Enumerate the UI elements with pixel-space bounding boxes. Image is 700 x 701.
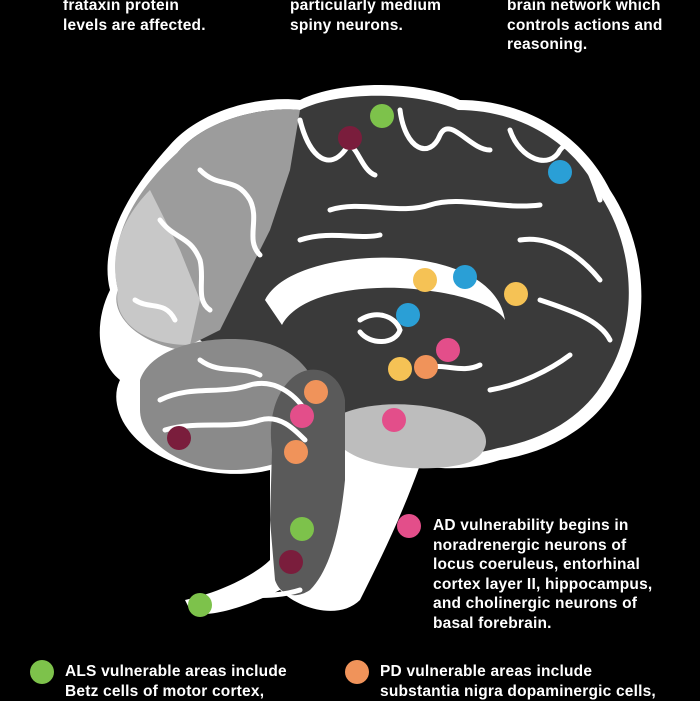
gyri-lines [132,107,613,603]
ftd-description: brain network which controls actions and… [507,0,663,53]
hd-description: particularly medium spiny neurons. [290,0,442,34]
fa-marker [279,550,303,574]
ftd-marker [504,282,528,306]
ad-marker [436,338,460,362]
pd-description: PD vulnerable areas include substantia n… [380,663,656,700]
als-description: ALS vulnerable areas include Betz cells … [65,663,287,700]
als-marker [188,593,212,617]
ad-marker [382,408,406,432]
ad-description: AD vulnerability begins in noradrenergic… [433,517,653,632]
ad-marker [290,404,314,428]
corpus-callosum [265,257,505,325]
ftd-marker [388,357,412,381]
ad-legend-dot [397,514,421,538]
frontal-lighter-region [115,190,200,345]
pd-marker [304,380,328,404]
temporal-lobe [329,404,487,469]
als-marker [370,104,394,128]
als-legend-dot [30,660,54,684]
hd-marker [548,160,572,184]
hd-marker [396,303,420,327]
fa-description: frataxіn protein levels are affected. [63,0,206,34]
fa-marker [338,126,362,150]
fa-marker [167,426,191,450]
hd-marker [453,265,477,289]
pd-legend-dot [345,660,369,684]
ftd-marker [413,268,437,292]
pd-marker [414,355,438,379]
pd-marker [284,440,308,464]
als-marker [290,517,314,541]
